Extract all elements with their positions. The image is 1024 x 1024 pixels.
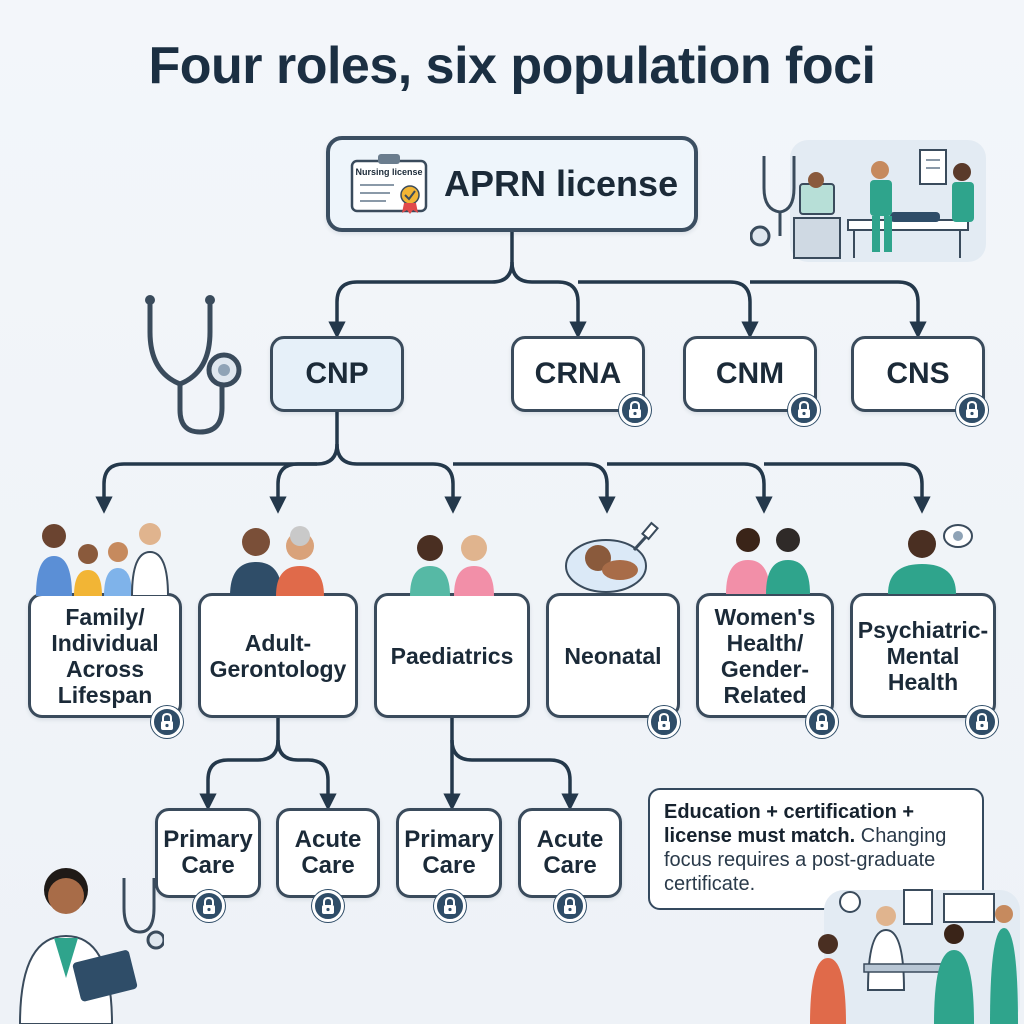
arrow-root-cnp (328, 232, 514, 339)
nurse-practitioner-illustration (18, 868, 164, 1024)
hospital-ward-illustration (750, 140, 986, 262)
population-neonatal[interactable]: Neonatal (546, 593, 680, 718)
stethoscope-icon (145, 295, 242, 435)
lock-icon (619, 394, 651, 426)
arrow-cnp-psych (764, 462, 931, 514)
arrow-cnp-family (95, 412, 339, 514)
subfocus-label: Acute Care (536, 826, 604, 879)
subfocus-label: Primary Care (163, 826, 253, 879)
license-card-text: Nursing license (355, 167, 422, 177)
population-label: Women's Health/ Gender-Related (714, 603, 816, 708)
lock-icon (788, 394, 820, 426)
arrow-paed-acute (450, 739, 579, 811)
lock-icon (806, 706, 838, 738)
arrow-cnp-paediatrics (335, 443, 462, 514)
lock-icon (193, 890, 225, 922)
population-label: Psychiatric-Mental Health (857, 616, 989, 695)
arrow-root-cnm (578, 280, 759, 339)
womens-health-illustration (726, 528, 810, 594)
role-crna[interactable]: CRNA (511, 336, 645, 412)
note-bold: Education + certification + license must… (664, 801, 915, 847)
lock-icon (434, 890, 466, 922)
population-family-individual[interactable]: Family/ Individual Across Lifespan (28, 593, 182, 718)
arrow-cnp-neonatal (453, 462, 616, 514)
older-couple-illustration (230, 526, 324, 596)
clinic-consultation-illustration (810, 889, 1020, 1024)
subfocus-label: Acute Care (294, 826, 362, 879)
license-card-icon: Nursing license (350, 154, 428, 214)
subfocus-paed-acute-care[interactable]: Acute Care (518, 808, 622, 898)
population-paediatrics[interactable]: Paediatrics (374, 593, 530, 718)
root-label: APRN license (444, 163, 679, 204)
subfocus-paed-primary-care[interactable]: Primary Care (396, 808, 502, 898)
role-label: CRNA (534, 357, 622, 390)
subfocus-adult-primary-care[interactable]: Primary Care (155, 808, 261, 898)
role-label: CNS (886, 357, 950, 390)
lock-icon (554, 890, 586, 922)
subfocus-label: Primary Care (404, 826, 494, 879)
root-aprn-license: Nursing license APRN license (326, 136, 698, 232)
mental-health-illustration (888, 524, 973, 594)
lock-icon (956, 394, 988, 426)
arrow-adult-primary (199, 718, 280, 811)
arrow-cnp-adult (269, 462, 317, 514)
role-label: CNP (305, 357, 369, 390)
population-label: Paediatrics (390, 642, 514, 669)
arrow-root-crna (510, 261, 587, 339)
population-adult-gerontology[interactable]: Adult-Gerontology (198, 593, 358, 718)
role-label: CNM (715, 357, 785, 390)
family-illustration (36, 523, 170, 596)
population-label: Neonatal (564, 642, 662, 669)
lock-icon (648, 706, 680, 738)
page-title: Four roles, six population foci (148, 37, 877, 95)
infant-illustration (565, 521, 659, 593)
arrow-adult-acute (276, 739, 337, 811)
role-cns[interactable]: CNS (851, 336, 985, 412)
population-label: Family/ Individual Across Lifespan (51, 603, 159, 708)
lock-icon (312, 890, 344, 922)
lock-icon (966, 706, 998, 738)
note-text: Changing focus requires a post-graduate … (664, 825, 947, 895)
children-illustration (410, 535, 494, 596)
population-womens-health[interactable]: Women's Health/ Gender-Related (696, 593, 834, 718)
subfocus-adult-acute-care[interactable]: Acute Care (276, 808, 380, 898)
arrow-root-cns (750, 280, 927, 339)
population-psychiatric-mental-health[interactable]: Psychiatric-Mental Health (850, 593, 996, 718)
population-label: Adult-Gerontology (209, 629, 347, 682)
lock-icon (151, 706, 183, 738)
role-cnp[interactable]: CNP (270, 336, 404, 412)
arrow-cnp-womens (607, 462, 773, 514)
